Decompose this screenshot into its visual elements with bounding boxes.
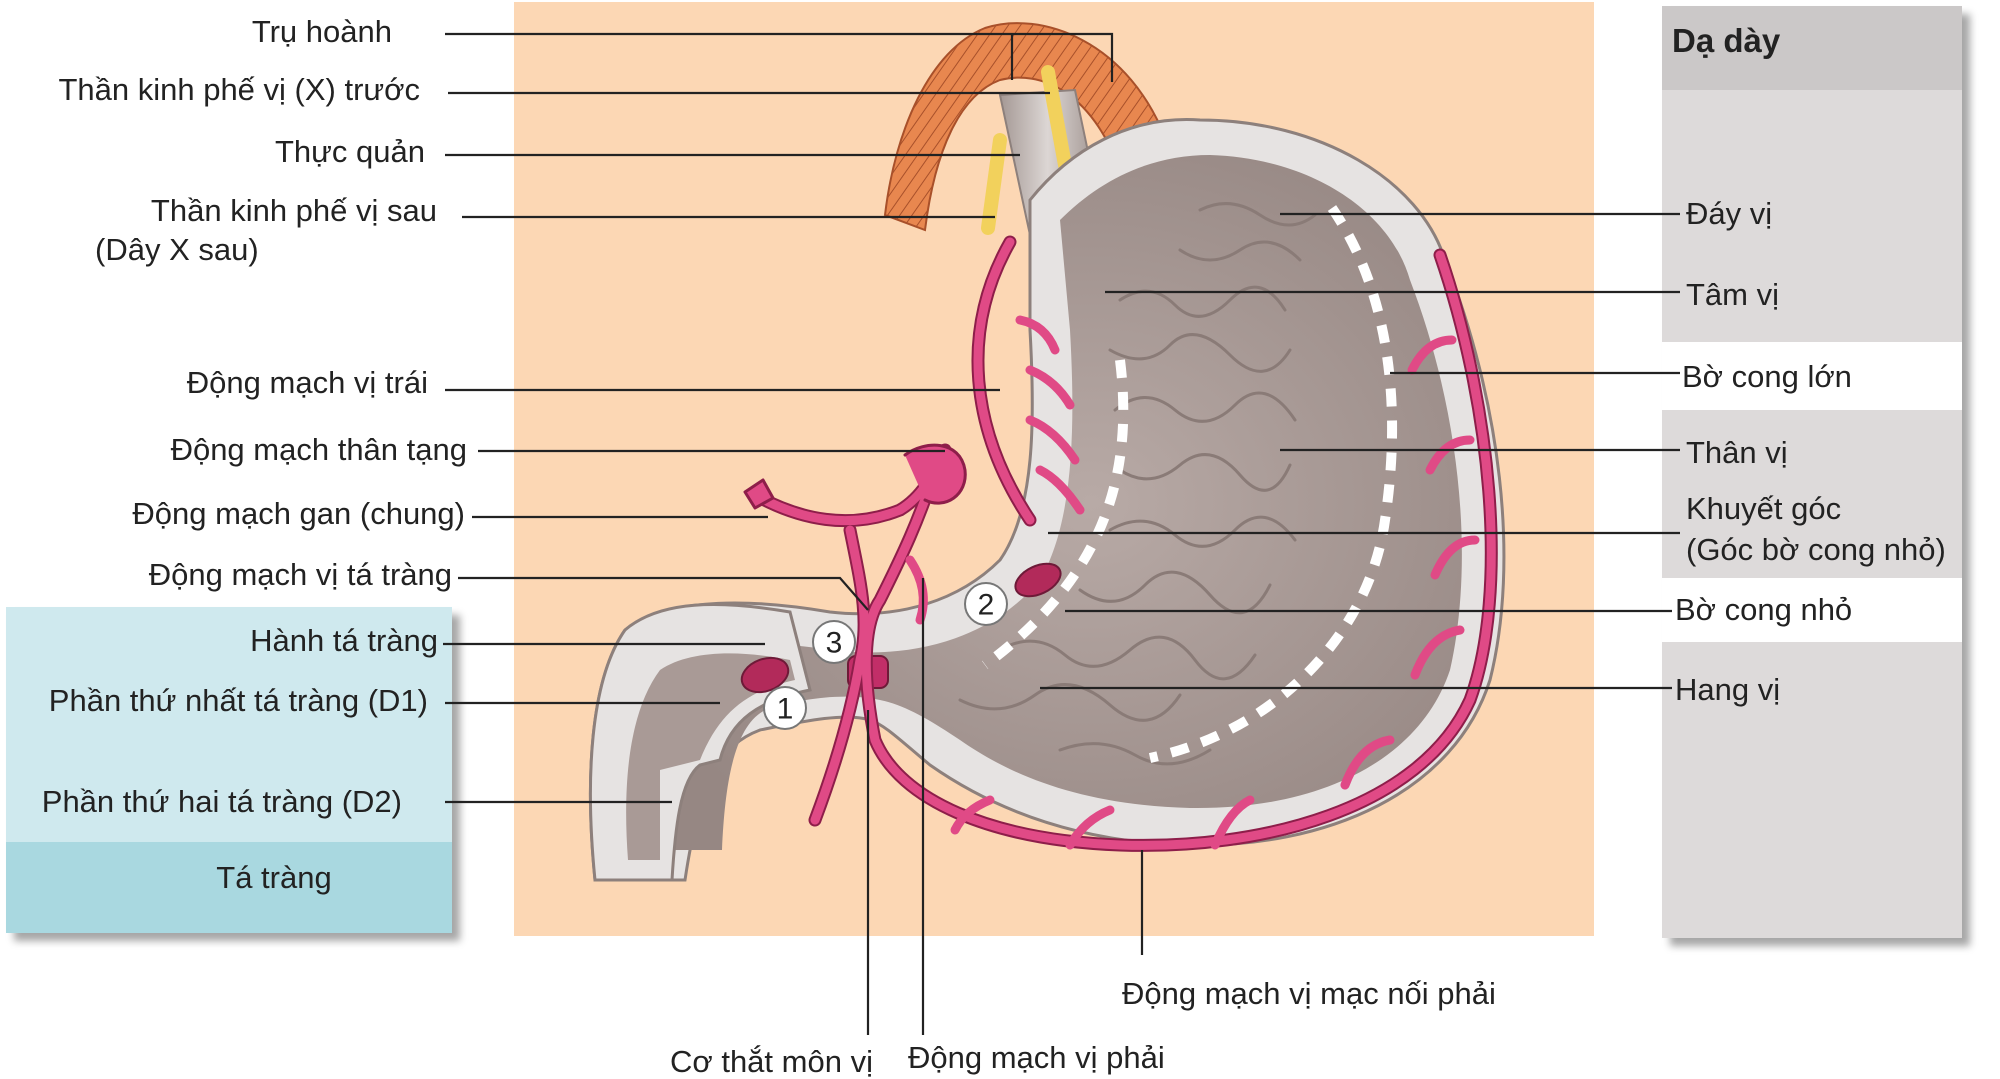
label-than-kinh-truoc: Thần kinh phế vị (X) trước (58, 72, 420, 107)
stomach-region-divider-outer (1148, 205, 1398, 763)
label-dm-gan: Động mạch gan (chung) (132, 496, 465, 531)
ulcer-site-1 (740, 656, 790, 694)
duodenum-legend-title: Tá tràng (216, 860, 331, 895)
marker-3-badge (812, 620, 856, 664)
label-khuyet-goc-line2: (Góc bờ cong nhỏ) (1686, 532, 1946, 567)
stomach-region-divider-inner (982, 359, 1129, 670)
marker-1-text: 1 (777, 693, 794, 726)
duodenum-legend-footer (6, 842, 452, 933)
gastric-mucosa (638, 155, 1462, 850)
label-dm-vi-phai: Động mạch vị phải (908, 1040, 1165, 1075)
label-co-that-mon-vi: Cơ thắt môn vị (670, 1044, 873, 1079)
right-labels: Đáy vị Tâm vị Bờ cong lớn Thân vị Khuyết… (1675, 196, 1946, 707)
label-hang-vi: Hang vị (1675, 672, 1780, 707)
marker-2-badge (964, 582, 1008, 626)
label-d1: Phần thứ nhất tá tràng (D1) (49, 683, 428, 718)
label-bo-cong-lon: Bờ cong lớn (1682, 359, 1852, 394)
label-tam-vi: Tâm vị (1686, 277, 1779, 312)
label-dm-vi-mac-noi-phai: Động mạch vị mạc nối phải (1122, 976, 1496, 1011)
label-tru-hoanh: Trụ hoành (252, 14, 392, 49)
stomach-legend-header (1662, 6, 1962, 90)
marker-2-text: 2 (978, 589, 995, 622)
label-bo-cong-nho: Bờ cong nhỏ (1675, 592, 1852, 627)
arteries (743, 235, 1498, 852)
stomach-legend-panel (1662, 6, 1962, 938)
marker-1-badge (763, 686, 807, 730)
marker-3-text: 3 (826, 627, 843, 660)
label-than-kinh-sau-line1: Thần kinh phế vị sau (151, 193, 437, 228)
ulcer-site-2 (1014, 562, 1062, 598)
label-dm-vi-trai: Động mạch vị trái (187, 365, 428, 400)
gastric-rugae (958, 202, 1317, 766)
leader-lines (443, 32, 1680, 1035)
stomach-legend-title: Dạ dày (1672, 22, 1781, 59)
label-hanh-ta-trang: Hành tá tràng (250, 623, 438, 658)
label-khuyet-goc-line1: Khuyết góc (1686, 491, 1841, 526)
label-than-kinh-sau-line2: (Dây X sau) (95, 232, 259, 267)
label-d2: Phần thứ hai tá tràng (D2) (42, 784, 402, 819)
left-labels: Trụ hoành Thần kinh phế vị (X) trước Thự… (42, 14, 467, 819)
label-than-vi: Thân vị (1686, 435, 1788, 470)
label-thuc-quan: Thực quản (275, 134, 425, 169)
label-dm-than-tang: Động mạch thân tạng (171, 432, 467, 467)
label-day-vi: Đáy vị (1686, 196, 1772, 231)
diaphragm-crus (883, 22, 1170, 232)
anterior-vagus-nerve (1041, 65, 1072, 172)
label-dm-vi-ta-trang: Động mạch vị tá tràng (149, 557, 452, 592)
